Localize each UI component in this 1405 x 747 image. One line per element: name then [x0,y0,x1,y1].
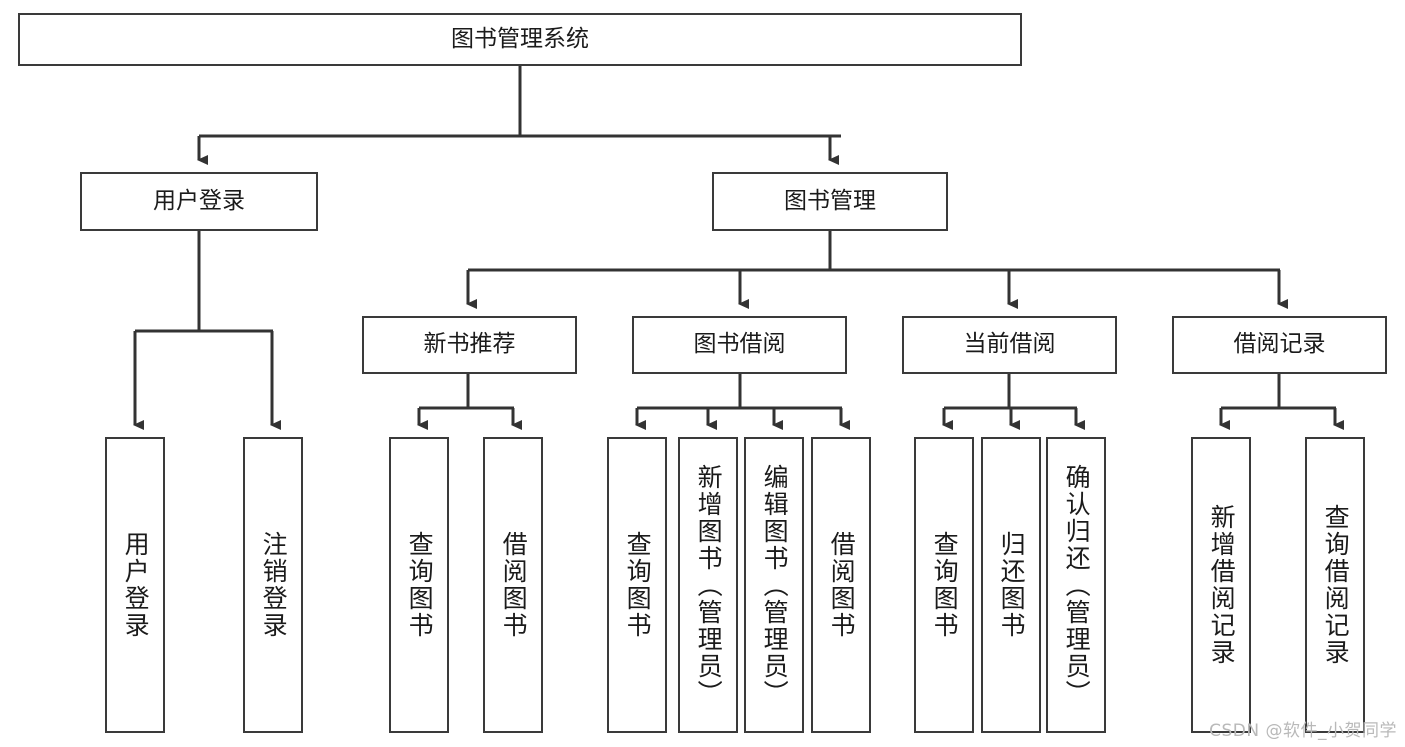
node-label: 借阅记录 [1233,331,1326,358]
node-label: 注销登录 [259,531,289,639]
node-new-book-recommendation[interactable]: 新书推荐 [362,316,577,374]
node-label: 新书推荐 [423,331,516,358]
node-leaf-query-borrow-record[interactable]: 查询借阅记录 [1305,437,1365,733]
node-label: 用户登录 [121,531,151,639]
node-book-borrowing[interactable]: 图书借阅 [632,316,847,374]
node-leaf-return-book[interactable]: 归还图书 [981,437,1041,733]
node-label: 图书管理系统 [451,25,589,52]
node-user-login-module[interactable]: 用户登录 [80,172,318,231]
node-label: 归还图书 [997,531,1027,639]
node-label: 查询借阅记录 [1321,504,1351,666]
node-leaf-query-book-new[interactable]: 查询图书 [389,437,449,733]
node-leaf-query-book-current[interactable]: 查询图书 [914,437,974,733]
node-leaf-edit-book-admin[interactable]: 编辑图书（管理员） [744,437,804,733]
node-book-management-module[interactable]: 图书管理 [712,172,948,231]
node-label: 确认归还（管理员） [1062,463,1092,707]
node-label: 新增借阅记录 [1207,504,1237,666]
node-label: 查询图书 [405,531,435,639]
node-leaf-add-book-admin[interactable]: 新增图书（管理员） [678,437,738,733]
node-leaf-user-login[interactable]: 用户登录 [105,437,165,733]
node-label: 借阅图书 [827,531,857,639]
node-borrowing-record[interactable]: 借阅记录 [1172,316,1387,374]
node-leaf-query-book-borrow[interactable]: 查询图书 [607,437,667,733]
node-label: 用户登录 [153,187,245,214]
node-label: 当前借阅 [963,331,1056,358]
node-label: 查询图书 [623,531,653,639]
node-leaf-confirm-return-admin[interactable]: 确认归还（管理员） [1046,437,1106,733]
node-leaf-borrow-book-new[interactable]: 借阅图书 [483,437,543,733]
node-leaf-borrow-book[interactable]: 借阅图书 [811,437,871,733]
node-label: 新增图书（管理员） [694,463,724,707]
node-label: 图书借阅 [693,331,786,358]
node-label: 编辑图书（管理员） [760,463,790,707]
node-leaf-logout[interactable]: 注销登录 [243,437,303,733]
node-label: 借阅图书 [499,531,529,639]
node-current-borrowing[interactable]: 当前借阅 [902,316,1117,374]
node-label: 查询图书 [930,531,960,639]
node-leaf-add-borrow-record[interactable]: 新增借阅记录 [1191,437,1251,733]
node-root-book-management-system[interactable]: 图书管理系统 [18,13,1022,66]
node-label: 图书管理 [784,187,876,214]
